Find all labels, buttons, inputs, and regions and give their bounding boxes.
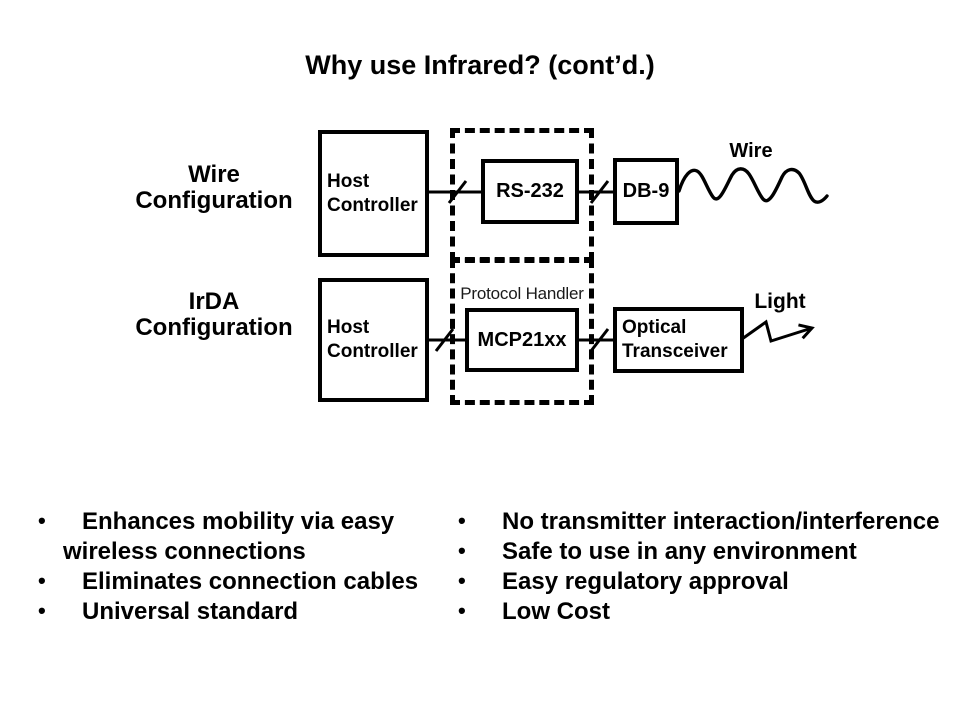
list-item: • Easy regulatory approval: [458, 567, 958, 597]
bullet-text: Eliminates connection cables: [82, 568, 419, 595]
bullet-text: Low Cost: [502, 598, 610, 625]
host-controller-box-wire: Host Controller: [318, 130, 429, 257]
wire-configuration-label: Wire Configuration: [135, 161, 293, 214]
list-item: • Low Cost: [458, 597, 958, 627]
bullet-icon: •: [458, 508, 466, 533]
bullet-list-left: • Enhances mobility via easy wireless co…: [38, 507, 458, 627]
list-item: • Safe to use in any environment: [458, 537, 958, 567]
bullet-icon: •: [458, 568, 466, 593]
mcp21xx-box: MCP21xx: [465, 308, 579, 372]
host-controller-box-irda: Host Controller: [318, 278, 429, 402]
bullet-icon: •: [458, 598, 466, 623]
bullet-text: Easy regulatory approval: [502, 568, 789, 595]
bullet-list-right: • No transmitter interaction/interferenc…: [458, 507, 958, 627]
wire-medium-label: Wire: [729, 140, 773, 162]
wire-squiggle-icon: [677, 167, 829, 204]
rs232-box: RS-232: [481, 159, 579, 224]
bullet-text: No transmitter interaction/interference: [502, 508, 940, 535]
list-item: • Enhances mobility via easy wireless co…: [38, 507, 458, 567]
bullet-icon: •: [38, 598, 46, 623]
light-arrow-icon: [741, 319, 815, 343]
list-item: • Universal standard: [38, 597, 458, 627]
bullet-icon: •: [458, 538, 466, 563]
protocol-handler-label: Protocol Handler: [460, 284, 584, 303]
irda-configuration-label: IrDA Configuration: [135, 288, 293, 341]
slide-title: Why use Infrared? (cont’d.): [305, 50, 655, 80]
bullet-icon: •: [38, 508, 46, 533]
light-medium-label: Light: [754, 290, 806, 313]
db9-box: DB-9: [613, 158, 679, 225]
optical-transceiver-box: Optical Transceiver: [613, 307, 744, 373]
protocol-handler-dashed-outline: [450, 258, 594, 405]
bullet-text: Safe to use in any environment: [502, 538, 857, 565]
list-item: • No transmitter interaction/interferenc…: [458, 507, 958, 537]
bullet-text: Enhances mobility via easy wireless conn…: [63, 508, 395, 565]
bullet-icon: •: [38, 568, 46, 593]
list-item: • Eliminates connection cables: [38, 567, 458, 597]
bullet-text: Universal standard: [82, 598, 299, 625]
